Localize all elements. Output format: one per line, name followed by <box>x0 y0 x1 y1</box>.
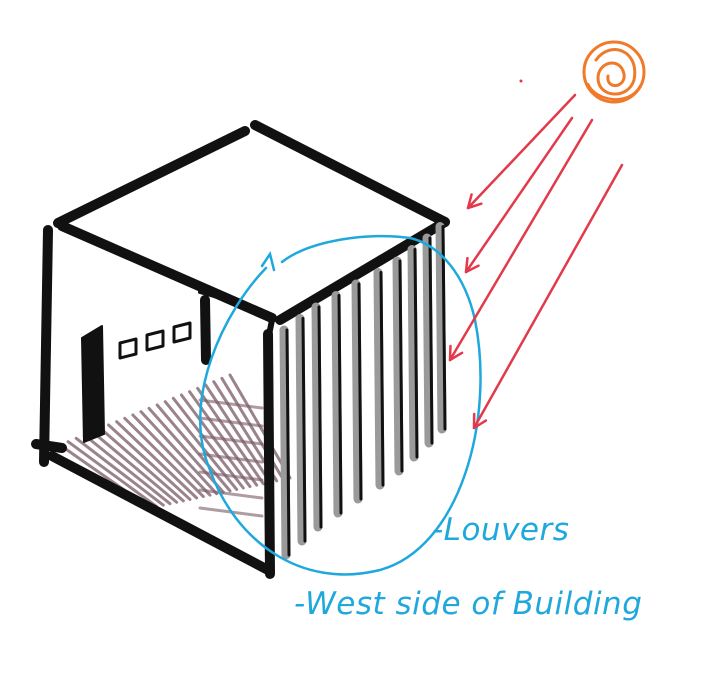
louver-slat-edge <box>441 225 447 431</box>
sun-rays <box>448 79 624 430</box>
west-side-label: -West side of Building <box>294 586 643 622</box>
hatch-line <box>220 376 285 481</box>
louver-slat-edge <box>357 282 363 501</box>
hatch-line <box>198 398 264 410</box>
beam-stub <box>198 290 230 302</box>
hatch-line <box>204 383 272 484</box>
post-cap <box>265 317 275 343</box>
sun-scribble <box>594 48 637 96</box>
curved-arrow-icon <box>199 234 482 576</box>
arrow-icon <box>464 256 480 274</box>
interior-post <box>200 295 211 365</box>
hatch-line <box>107 423 192 501</box>
louver-slat <box>407 245 419 462</box>
window-icon <box>145 329 165 352</box>
roof-front-right-edge <box>275 217 450 325</box>
floor-hatching <box>58 373 292 518</box>
louver-slat <box>422 233 434 448</box>
louver-slat-edge <box>413 248 419 459</box>
louvers-label: -Louvers <box>432 512 570 548</box>
louver-slat <box>279 325 291 560</box>
louver-slat-edge <box>428 236 434 445</box>
louver-slat-edge <box>379 271 385 487</box>
louver-slat-edge <box>398 259 404 473</box>
door-icon <box>81 325 105 443</box>
hatch-line <box>66 440 159 509</box>
louver-screen <box>279 222 447 560</box>
hatch-line <box>131 413 212 497</box>
hatch-line <box>198 434 264 446</box>
sun-icon <box>582 40 646 104</box>
hatch-line <box>74 436 165 507</box>
louver-slat <box>392 256 404 476</box>
roof-front-left-edge <box>57 221 277 323</box>
sun-ray-1 <box>466 93 577 210</box>
base-front-left-edge <box>47 451 273 575</box>
window-icon <box>172 321 192 344</box>
sun-outline <box>582 40 646 104</box>
hatch-line <box>196 386 265 486</box>
louver-slat <box>311 302 323 532</box>
arrow-icon <box>472 412 488 430</box>
building-frame <box>31 120 450 579</box>
sun-ray-4 <box>472 163 624 430</box>
sun-ray-3 <box>448 118 594 362</box>
hatch-line <box>82 433 172 506</box>
louver-slat-edge <box>317 305 323 529</box>
window-icon <box>118 337 138 360</box>
ray-dot <box>519 79 523 83</box>
hatch-line <box>198 488 264 500</box>
roof-back-right-edge <box>250 120 450 227</box>
circulation-arc <box>199 234 482 576</box>
louver-slat <box>331 291 343 518</box>
arrow-icon <box>466 193 483 210</box>
hatch-line <box>115 420 199 500</box>
hatch-line <box>123 416 205 499</box>
louver-slat-edge <box>285 328 291 557</box>
arrowhead <box>260 250 276 272</box>
louver-slat-edge <box>301 317 307 543</box>
hatch-line <box>90 430 179 504</box>
sun-ray-2 <box>464 116 574 274</box>
louver-slat <box>351 279 363 504</box>
hatch-line <box>179 393 252 489</box>
hatch-line <box>98 426 185 503</box>
hatch-line <box>198 416 264 428</box>
hatch-line <box>198 452 264 464</box>
roof-back-left-edge <box>53 126 250 228</box>
sun-scribble <box>586 82 642 101</box>
base-stub <box>31 439 67 453</box>
hatch-line <box>155 403 232 493</box>
front-corner-post <box>263 329 275 579</box>
louver-slat <box>435 222 447 434</box>
louver-slat <box>295 314 307 546</box>
back-left-post <box>39 225 53 467</box>
wall-openings <box>81 321 192 443</box>
hatch-line <box>139 410 219 496</box>
louver-slat <box>373 268 385 490</box>
arrow-icon <box>448 344 464 362</box>
louver-slat-edge <box>337 294 343 515</box>
hatch-line <box>147 406 225 494</box>
hatch-line <box>171 396 245 490</box>
